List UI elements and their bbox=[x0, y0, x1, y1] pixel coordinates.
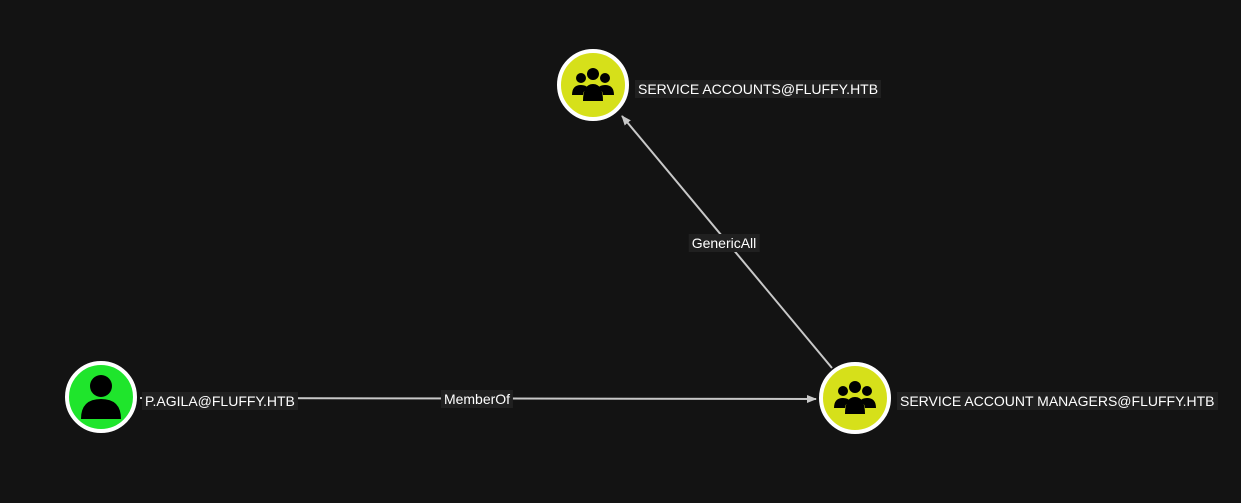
group-icon bbox=[572, 68, 614, 101]
node-service-accounts[interactable] bbox=[557, 49, 629, 121]
node-service-account-managers[interactable] bbox=[819, 362, 891, 434]
edge-label-generic-all[interactable]: GenericAll bbox=[688, 234, 760, 252]
group-icon bbox=[834, 381, 876, 414]
user-icon bbox=[81, 375, 121, 419]
edge-label-member-of[interactable]: MemberOf bbox=[440, 390, 514, 408]
node-p-agila[interactable] bbox=[65, 361, 137, 433]
node-label-p-agila: P.AGILA@FLUFFY.HTB bbox=[142, 392, 298, 410]
node-label-service-accounts: SERVICE ACCOUNTS@FLUFFY.HTB bbox=[635, 80, 882, 98]
node-label-service-account-managers: SERVICE ACCOUNT MANAGERS@FLUFFY.HTB bbox=[897, 392, 1218, 410]
